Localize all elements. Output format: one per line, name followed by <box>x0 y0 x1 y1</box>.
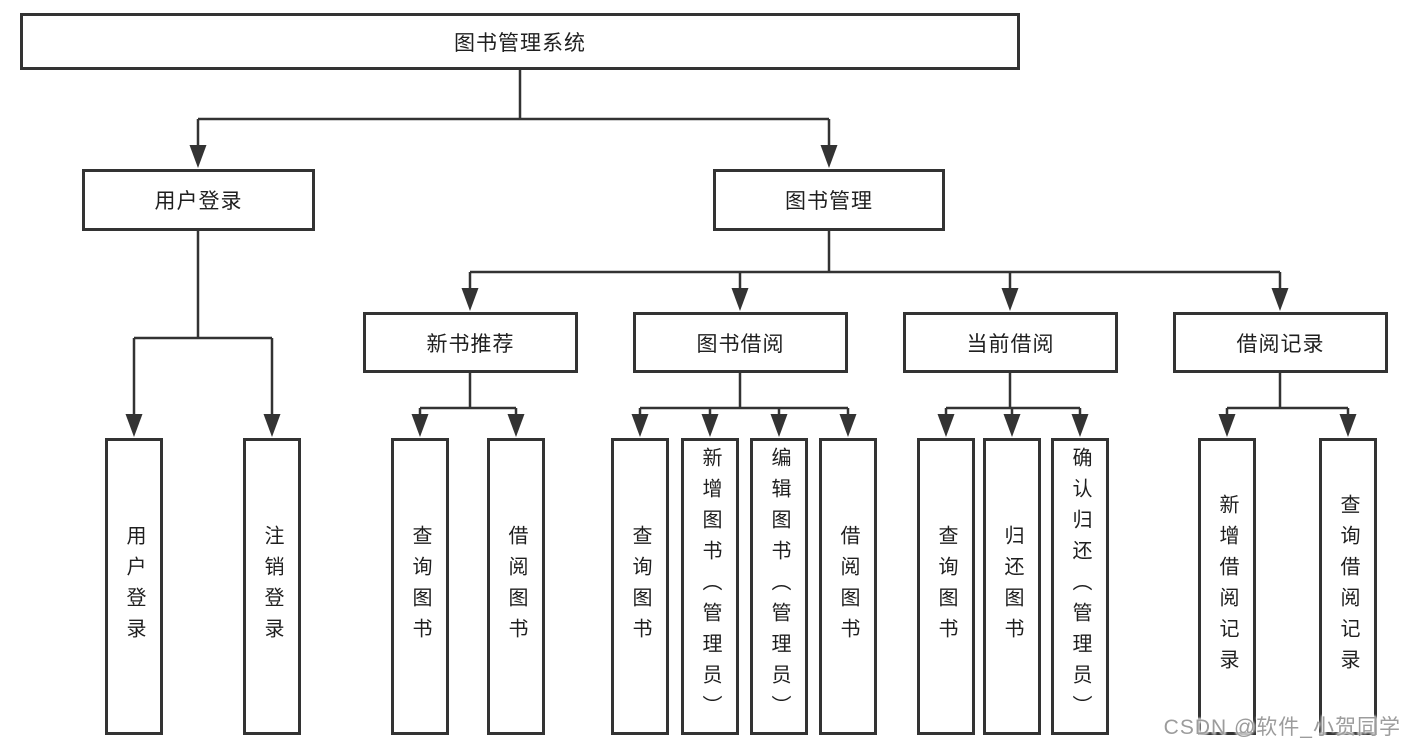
leaf-logout: 注销登录 <box>243 438 301 735</box>
node-book-borrow-label: 图书借阅 <box>696 332 785 356</box>
connector-login-branch <box>132 231 274 416</box>
leaf-records-query-label: 查询借阅记录 <box>1337 493 1359 680</box>
leaf-user-login: 用户登录 <box>105 438 163 735</box>
leaf-logout-label: 注销登录 <box>261 524 283 649</box>
connector-records-branch <box>1225 373 1350 416</box>
node-new-books: 新书推荐 <box>363 312 578 373</box>
leaf-current-confirm: 确认归还（管理员） <box>1051 438 1109 735</box>
leaf-records-add-label: 新增借阅记录 <box>1216 493 1238 680</box>
leaf-current-confirm-label: 确认归还（管理员） <box>1069 447 1091 726</box>
leaf-borrow-edit: 编辑图书（管理员） <box>750 438 808 735</box>
connector-current-branch <box>944 373 1082 416</box>
csdn-watermark: CSDN @软件_小贺同学 <box>1163 716 1401 739</box>
leaf-borrow-add-label: 新增图书（管理员） <box>699 447 721 726</box>
leaf-borrow-borrow: 借阅图书 <box>819 438 877 735</box>
node-borrow-records: 借阅记录 <box>1173 312 1388 373</box>
leaf-current-query-label: 查询图书 <box>935 524 957 649</box>
connector-borrow-branch <box>638 373 850 416</box>
node-user-login-label: 用户登录 <box>154 190 243 213</box>
node-root: 图书管理系统 <box>20 13 1020 70</box>
leaf-newbooks-query-label: 查询图书 <box>409 524 431 649</box>
connector-newbooks-branch <box>418 373 518 416</box>
node-current-borrow-label: 当前借阅 <box>966 332 1055 356</box>
node-current-borrow: 当前借阅 <box>903 312 1118 373</box>
node-borrow-records-label: 借阅记录 <box>1236 332 1325 356</box>
leaf-borrow-add: 新增图书（管理员） <box>681 438 739 735</box>
node-book-mgmt-label: 图书管理 <box>785 190 873 213</box>
leaf-current-return-label: 归还图书 <box>1001 524 1023 649</box>
connector-root-branch <box>196 70 831 150</box>
node-book-borrow: 图书借阅 <box>633 312 848 373</box>
leaf-newbooks-borrow: 借阅图书 <box>487 438 545 735</box>
leaf-records-add: 新增借阅记录 <box>1198 438 1256 735</box>
leaf-newbooks-borrow-label: 借阅图书 <box>505 524 527 649</box>
leaf-borrow-borrow-label: 借阅图书 <box>837 524 859 649</box>
leaf-newbooks-query: 查询图书 <box>391 438 449 735</box>
arrowheads <box>125 145 1357 437</box>
node-book-mgmt: 图书管理 <box>713 169 945 231</box>
leaf-current-query: 查询图书 <box>917 438 975 735</box>
leaf-records-query: 查询借阅记录 <box>1319 438 1377 735</box>
node-new-books-label: 新书推荐 <box>426 332 515 356</box>
node-user-login: 用户登录 <box>82 169 315 231</box>
leaf-borrow-edit-label: 编辑图书（管理员） <box>768 447 790 726</box>
leaf-current-return: 归还图书 <box>983 438 1041 735</box>
node-root-label: 图书管理系统 <box>454 31 586 55</box>
leaf-user-login-label: 用户登录 <box>123 524 145 649</box>
leaf-borrow-query-label: 查询图书 <box>629 524 651 649</box>
leaf-borrow-query: 查询图书 <box>611 438 669 735</box>
connector-mgmt-branch <box>468 231 1282 290</box>
